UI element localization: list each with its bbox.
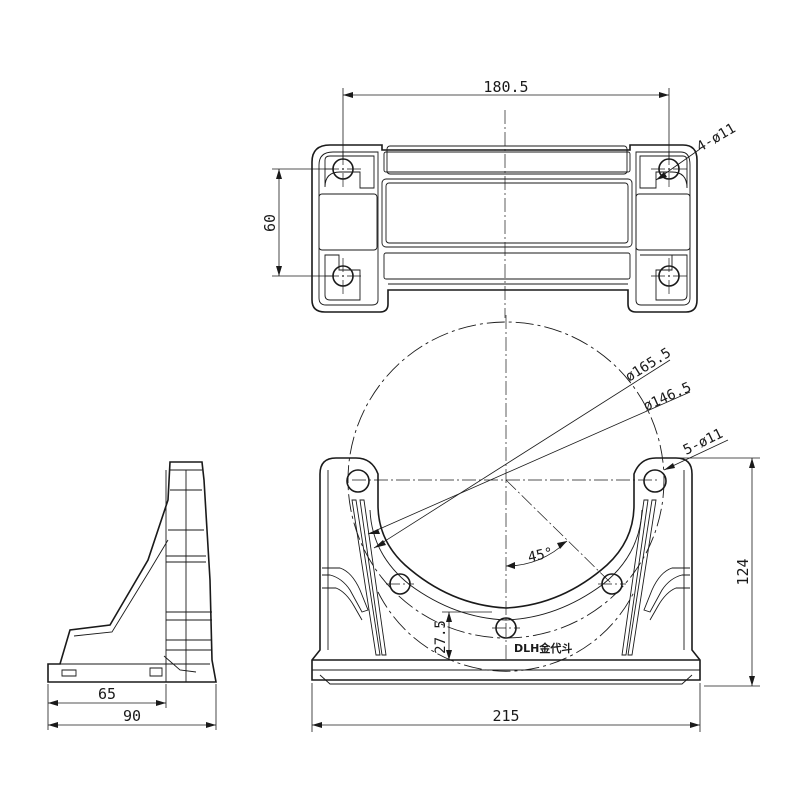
top-view-slot-upper (383, 151, 631, 173)
leader-outer-circle-label: ø165.5 (623, 345, 674, 385)
side-view-inner-curve (73, 539, 169, 637)
front-view-right-bevel (643, 567, 690, 613)
leader-inner-circle: ø146.5 (367, 379, 694, 535)
front-view-angle-label: 45° (527, 545, 555, 566)
front-view-outline (311, 457, 701, 681)
dim-top-width: 180.5 (342, 78, 670, 160)
front-view: 45° ø165.5 ø146.5 5-ø11 124 (311, 315, 760, 732)
dim-side-inner: 65 (47, 684, 167, 730)
side-view-slot-2 (149, 667, 163, 677)
front-view-base-bottom (319, 674, 693, 685)
dim-front-height: 124 (666, 457, 760, 687)
front-view-45deg-line (505, 479, 613, 585)
dim-front-width: 215 (311, 683, 701, 732)
top-view-pocket-bl (324, 254, 361, 301)
dim-front-width-label: 215 (492, 707, 519, 725)
top-view-pocket-tr (639, 155, 688, 189)
front-view-hole-bottom (492, 617, 520, 639)
front-view-left-rib-outer (351, 499, 381, 656)
dim-top-width-label: 180.5 (483, 78, 528, 96)
top-view-slot-upper-outer (386, 145, 628, 175)
front-view-hole-top-left (346, 469, 370, 493)
front-view-hole-top-right (643, 469, 667, 493)
top-view-slot-lower (383, 252, 631, 280)
top-view-inner-outline (318, 151, 379, 306)
side-view-foot-detail (163, 655, 197, 673)
top-view-window-inner (385, 182, 629, 244)
dim-side-inner-label: 65 (98, 685, 116, 703)
dim-side-width-label: 90 (123, 707, 141, 725)
front-view-inner-arc (369, 509, 643, 621)
front-view-left-bevel (322, 567, 369, 613)
front-view-bolt-circle (377, 591, 635, 672)
top-view-inner-outline-right (635, 151, 691, 306)
top-view-right-rib (635, 193, 691, 251)
top-view-pocket-br (640, 254, 688, 301)
dim-front-height-label: 124 (734, 558, 752, 585)
front-view-right-rib-inner (621, 499, 649, 656)
top-view-outline (311, 144, 698, 313)
top-view-pocket-tl (324, 155, 375, 189)
front-view-left-rib-inner (359, 499, 387, 656)
front-view-left-bevel-2 (322, 587, 363, 621)
leader-front-holes: 5-ø11 (663, 426, 729, 471)
dim-front-base-height-label: 27.5 (433, 620, 449, 654)
side-view-outline (47, 461, 217, 683)
top-view-window (381, 178, 633, 248)
dim-front-base-height: 27.5 (433, 611, 492, 660)
top-view: 180.5 60 4-ø11 (261, 78, 739, 318)
dim-top-height-label: 60 (261, 214, 279, 232)
side-view: 65 90 (47, 461, 217, 730)
leader-outer-circle: ø165.5 (373, 345, 674, 549)
front-view-hole-lower-right (598, 573, 626, 595)
front-view-right-bevel-2 (649, 587, 690, 621)
dim-top-height: 60 (261, 168, 334, 277)
side-view-slot-1 (61, 669, 77, 677)
top-view-left-rib (318, 193, 378, 251)
leader-top-holes-label: 4-ø11 (694, 121, 739, 156)
top-view-hole-br (651, 258, 687, 294)
dim-side-width: 90 (48, 684, 217, 730)
front-view-hole-lower-left (386, 573, 414, 595)
leader-front-holes-label: 5-ø11 (681, 426, 726, 459)
brand-logo: DLH金代斗 (514, 641, 572, 655)
front-view-right-rib-outer (627, 499, 657, 656)
leader-inner-circle-label: ø146.5 (641, 379, 694, 414)
